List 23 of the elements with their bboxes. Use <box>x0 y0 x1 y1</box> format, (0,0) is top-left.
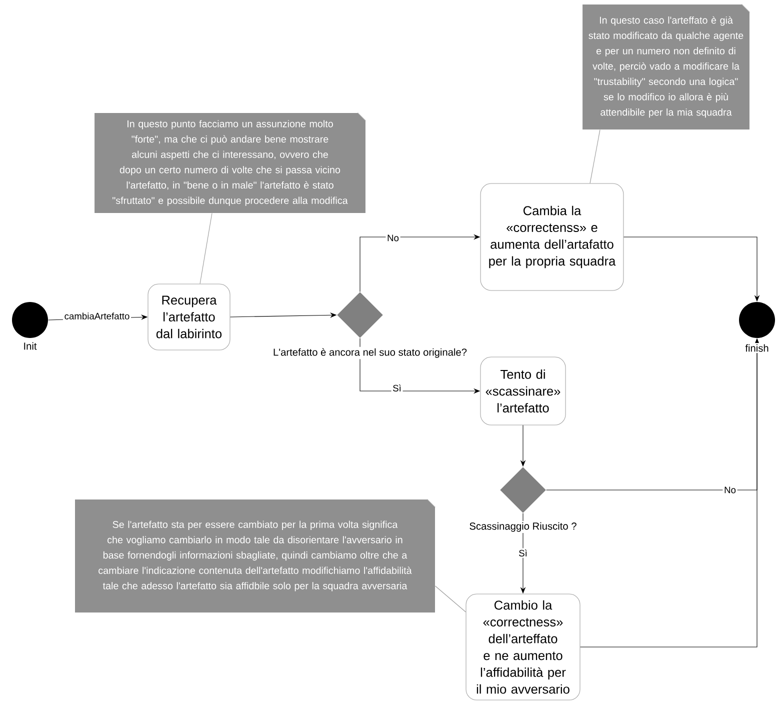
edge-label: Sì <box>391 383 403 393</box>
edge-label: No <box>386 233 400 243</box>
note-box: In questo caso l'arteffato è già stato modificato da qualche agente e per un numero non definito di volte, perciò vado a modificare la "trustability" secondo una logica" se lo modifico io allora è più attendibile per la mia squadra <box>582 4 750 130</box>
action-box: Cambio la «correctness» dell’arteffato e ne aumento l’affidabilità per il mio avversario <box>466 594 580 700</box>
edge-label: Sì <box>517 548 529 558</box>
state-label: Init <box>22 340 38 352</box>
start-node <box>12 302 48 338</box>
action-box: Cambia la «correctenss» e aumenta dell’artafatto per la propria squadra <box>480 183 624 291</box>
edge-label: No <box>722 485 738 495</box>
action-box: Tento di «scassinare» l’artefatto <box>480 356 566 426</box>
decision-diamond <box>500 467 546 513</box>
leader-line <box>435 586 466 612</box>
leader-line <box>590 130 600 184</box>
decision-diamond <box>337 292 383 338</box>
edge-label: cambiaArtefatto <box>62 311 132 321</box>
end-node <box>739 302 776 338</box>
state-label: finish <box>744 342 770 354</box>
decision-label: L'artefatto è ancora nel suo stato originale? <box>272 346 468 360</box>
note-box: Se l'artefatto sta per essere cambiato per la prima volta significa che vogliamo cambiarlo in modo tale da disorientare l'avversario in base fornendogli informazioni sbagliate, quindi cambiamo oltre che a cambiare l'indicazione contenuta dell'artefatto modifichiamo l'affidabilità tale che adesso l'artefatto sia affidbile solo per la squadra avversaria <box>75 498 436 613</box>
decision-label: Scassinaggio Riuscito ? <box>468 520 578 534</box>
leader-line <box>200 213 212 284</box>
note-box: In questo punto facciamo un assunzione molto "forte", ma che ci può andare bene mostrare alcuni aspetti che ci interessano, ovvero che dopo un certo numero di volte che si passa vicino l'artefatto, in "bene o in male" l'artefatto è stato "sfruttato" e possibile dunque procedere alla modifica <box>94 112 366 213</box>
action-box: Recupera l’artefatto dal labirinto <box>148 284 230 350</box>
